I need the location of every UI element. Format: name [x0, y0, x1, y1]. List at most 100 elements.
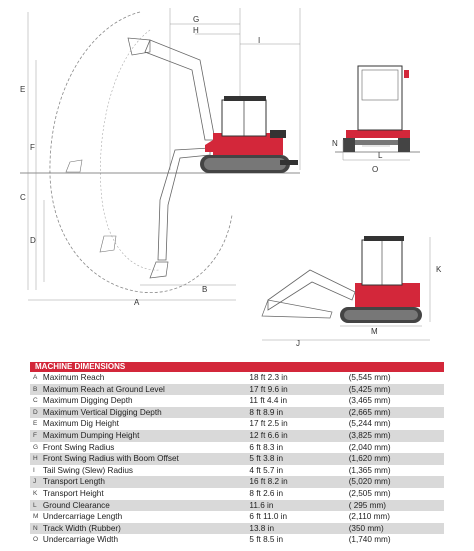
- row-metric: (3,825 mm): [348, 430, 391, 440]
- row-metric: (1,365 mm): [348, 465, 391, 475]
- table-row: N Track Width (Rubber) 13.8 in (350 mm): [30, 522, 444, 535]
- row-name: Maximum Digging Depth: [42, 396, 133, 406]
- row-imperial: 6 ft 8.3 in: [249, 442, 284, 452]
- dim-label-l: L: [378, 151, 383, 160]
- dim-label-m: M: [371, 327, 378, 336]
- side-view-diagram: E F C D A B G H I: [20, 8, 301, 307]
- row-letter: N: [33, 524, 38, 532]
- row-metric: ( 295 mm): [348, 500, 387, 510]
- table-row: D Maximum Vertical Digging Depth 8 ft 8.9 …: [30, 406, 444, 419]
- row-imperial: 4 ft 5.7 in: [249, 465, 284, 475]
- row-letter: O: [33, 536, 39, 544]
- row-metric: (5,020 mm): [348, 477, 391, 487]
- dim-label-f: F: [30, 143, 35, 152]
- row-imperial: 8 ft 2.6 in: [249, 488, 284, 498]
- dimension-diagrams: E F C D A B G H I N L O: [20, 8, 442, 348]
- row-name: Front Swing Radius with Boom Offset: [42, 454, 179, 464]
- table-row: F Maximum Dumping Height 12 ft 6.6 in (3,82…: [30, 429, 444, 442]
- row-imperial: 18 ft 2.3 in: [249, 373, 288, 382]
- dim-label-n: N: [332, 139, 338, 148]
- row-letter: C: [33, 397, 38, 405]
- row-name: Maximum Vertical Digging Depth: [42, 407, 162, 417]
- row-letter: H: [33, 455, 38, 463]
- dim-label-a: A: [134, 298, 140, 307]
- inner-envelope: [100, 29, 161, 271]
- dim-label-g: G: [193, 15, 199, 24]
- table-row: H Front Swing Radius with Boom Offset 5 ft…: [30, 453, 444, 465]
- row-imperial: 16 ft 8.2 in: [249, 477, 288, 487]
- table-row: C Maximum Digging Depth 11 ft 4.4 in (3,465…: [30, 395, 444, 407]
- row-imperial: 17 ft 9.6 in: [249, 384, 288, 394]
- row-letter: M: [33, 513, 39, 521]
- row-name: Transport Height: [42, 488, 104, 498]
- row-letter: E: [33, 420, 38, 428]
- row-metric: (2,110 mm): [348, 512, 390, 522]
- excavator-side: [200, 96, 298, 173]
- dim-label-i: I: [258, 36, 260, 45]
- dim-label-d: D: [30, 236, 36, 245]
- row-name: Front Swing Radius: [42, 442, 115, 452]
- table-row: A Maximum Reach 18 ft 2.3 in (5,545 mm): [30, 372, 444, 384]
- row-name: Track Width (Rubber): [42, 523, 121, 533]
- row-metric: (1,620 mm): [348, 454, 391, 464]
- row-name: Tail Swing (Slew) Radius: [42, 465, 134, 475]
- table-row: L Ground Clearance 11.6 in ( 295 mm): [30, 499, 444, 512]
- row-name: Ground Clearance: [42, 500, 110, 510]
- transport-view-diagram: K M J: [261, 236, 442, 348]
- dim-label-b: B: [202, 285, 207, 294]
- dim-label-k: K: [436, 265, 442, 274]
- row-letter: A: [33, 374, 38, 381]
- row-metric: (5,545 mm): [348, 373, 391, 382]
- row-metric: (3,465 mm): [348, 396, 391, 406]
- row-metric: (2,665 mm): [348, 407, 391, 417]
- row-name: Maximum Reach: [42, 373, 105, 382]
- row-metric: (2,505 mm): [348, 488, 391, 498]
- dim-label-o: O: [372, 165, 378, 174]
- row-name: Maximum Reach at Ground Level: [42, 384, 165, 394]
- transport-boom: [267, 269, 356, 311]
- row-metric: (350 mm): [348, 523, 384, 533]
- row-imperial: 13.8 in: [249, 523, 275, 533]
- reach-envelope: [49, 11, 233, 294]
- row-letter: K: [33, 489, 38, 497]
- row-letter: J: [33, 478, 37, 486]
- front-view-diagram: N L O: [332, 65, 420, 174]
- raised-bucket: [127, 37, 151, 56]
- row-imperial: 11 ft 4.4 in: [249, 396, 288, 406]
- row-imperial: 6 ft 11.0 in: [249, 512, 288, 522]
- row-letter: L: [33, 501, 37, 509]
- row-imperial: 17 ft 2.5 in: [249, 419, 288, 429]
- row-name: Transport Length: [42, 477, 105, 487]
- lowered-bucket: [149, 261, 169, 279]
- row-imperial: 8 ft 8.9 in: [249, 407, 284, 417]
- table-rows: A Maximum Reach 18 ft 2.3 in (5,545 mm) B Max…: [30, 372, 444, 546]
- table-row: B Maximum Reach at Ground Level 17 ft 9.6 …: [30, 383, 444, 396]
- row-letter: I: [33, 466, 35, 474]
- row-imperial: 5 ft 3.8 in: [249, 454, 284, 464]
- row-name: Undercarriage Width: [42, 535, 119, 545]
- row-name: Maximum Dumping Height: [42, 430, 140, 440]
- row-imperial: 11.6 in: [249, 500, 274, 510]
- row-letter: B: [33, 385, 38, 393]
- dim-label-j: J: [296, 339, 300, 348]
- row-metric: (5,425 mm): [348, 384, 391, 394]
- row-metric: (1,740 mm): [348, 535, 391, 545]
- dim-label-c: C: [20, 193, 26, 202]
- row-metric: (5,244 mm): [348, 419, 391, 429]
- dim-label-h: H: [193, 26, 199, 35]
- lowered-boom: [157, 147, 211, 261]
- row-letter: D: [33, 408, 38, 416]
- row-imperial: 12 ft 6.6 in: [249, 430, 288, 440]
- table-row: K Transport Height 8 ft 2.6 in (2,505 mm): [30, 488, 444, 500]
- row-name: Undercarriage Length: [42, 512, 123, 522]
- table-row: I Tail Swing (Slew) Radius 4 ft 5.7 in (1,3…: [30, 465, 444, 477]
- dim-label-e: E: [20, 85, 25, 94]
- raised-boom: [144, 39, 216, 141]
- table-row: J Transport Length 16 ft 8.2 in (5,020 mm): [30, 476, 444, 488]
- row-letter: F: [33, 431, 37, 439]
